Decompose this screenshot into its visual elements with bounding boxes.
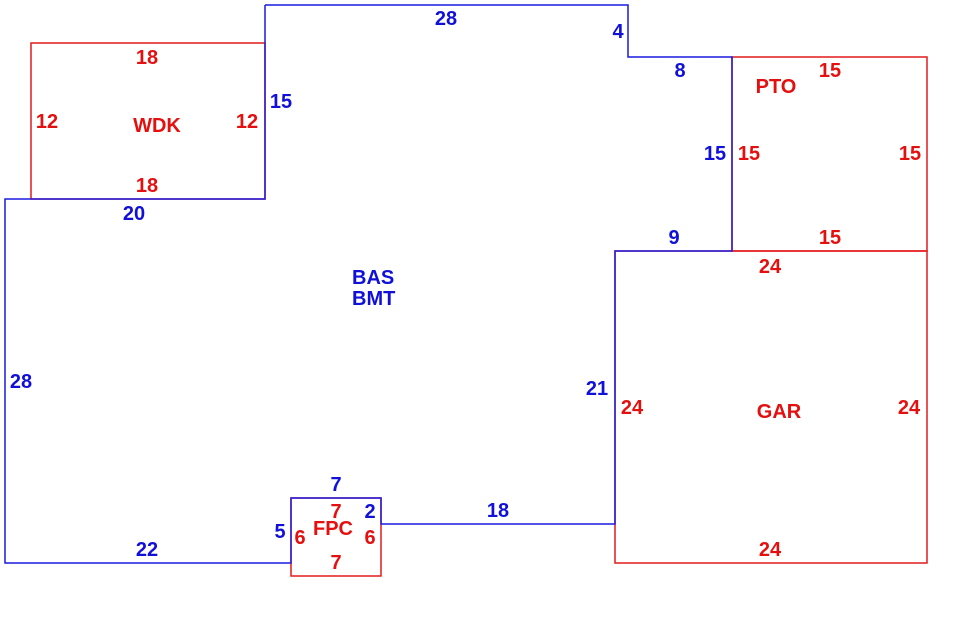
pto-dim-left: 15 bbox=[738, 143, 760, 165]
fpc-dim-top: 7 bbox=[330, 501, 341, 523]
pto-dim-right: 15 bbox=[899, 143, 921, 165]
gar-dim-bottom: 24 bbox=[759, 539, 782, 561]
bas-dim-upper-left: 15 bbox=[270, 91, 292, 113]
gar-name-label: GAR bbox=[757, 401, 802, 423]
bas-dim-fpc-step-right: 2 bbox=[364, 501, 375, 523]
bas-dim-right-step-top: 8 bbox=[674, 60, 685, 82]
bas-dim-right-lower: 21 bbox=[586, 378, 608, 400]
bas-dim-top: 28 bbox=[435, 8, 457, 30]
bas-dim-fpc-step-left: 5 bbox=[274, 521, 285, 543]
bas-dim-left: 28 bbox=[10, 371, 32, 393]
fpc-name-label: FPC bbox=[313, 518, 353, 540]
wdk-name-label: WDK bbox=[133, 115, 181, 137]
pto-dim-top: 15 bbox=[819, 60, 841, 82]
bas-dim-left-step: 20 bbox=[123, 203, 145, 225]
wdk-dim-left: 12 bbox=[36, 111, 58, 133]
wdk-dim-top: 18 bbox=[136, 47, 158, 69]
wdk-dim-right: 12 bbox=[236, 111, 258, 133]
bas-dim-bottom-left: 22 bbox=[136, 539, 158, 561]
gar-dim-left: 24 bbox=[621, 397, 644, 419]
bas-outline[interactable] bbox=[4, 4, 733, 564]
fpc-dim-right: 6 bbox=[364, 527, 375, 549]
bas-name-label: BAS bbox=[352, 267, 394, 289]
bas-dim-bottom-right: 18 bbox=[487, 500, 509, 522]
fpc-dim-bottom: 7 bbox=[330, 552, 341, 574]
bmt-name-label: BMT bbox=[352, 288, 395, 310]
wdk-dim-bottom: 18 bbox=[136, 175, 158, 197]
gar-dim-right: 24 bbox=[898, 397, 921, 419]
pto-dim-bottom: 15 bbox=[819, 227, 841, 249]
bas-dim-right-upper: 15 bbox=[704, 143, 726, 165]
gar-dim-top: 24 bbox=[759, 256, 782, 278]
fpc-dim-left: 6 bbox=[294, 527, 305, 549]
pto-name-label: PTO bbox=[756, 76, 797, 98]
bas-dim-top-right-step: 4 bbox=[612, 21, 624, 43]
bas-dim-fpc-top: 7 bbox=[330, 474, 341, 496]
bas-dim-right-step-bottom: 9 bbox=[668, 227, 679, 249]
